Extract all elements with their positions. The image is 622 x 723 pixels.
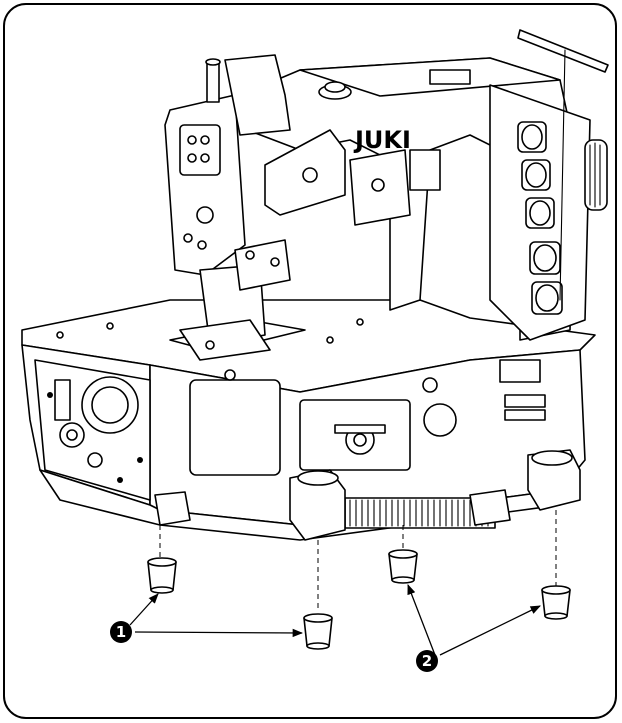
callout-leaders: [129, 584, 541, 656]
tension-knob: [521, 159, 551, 191]
rubber-cushion: [147, 557, 177, 594]
handwheel: [584, 139, 608, 211]
looper-side-cover: [34, 359, 151, 501]
tension-knob: [517, 121, 547, 153]
ribbed-bottom-panel: [344, 497, 496, 529]
callout-1: 1: [110, 621, 132, 643]
rubber-cushion: [541, 585, 571, 620]
thread-guide-plate: [517, 29, 609, 73]
machine-leg-rear-right: [469, 489, 511, 526]
alignment-guides: [159, 510, 557, 612]
tension-knob: [531, 281, 563, 315]
tension-knob: [525, 197, 555, 229]
machine-arm: JUKI: [164, 54, 576, 381]
callout-2-label: 2: [422, 652, 432, 670]
callout-1-label: 1: [116, 623, 126, 641]
machine-leg-rear-left: [154, 491, 191, 526]
callout-2: 2: [416, 650, 438, 672]
tension-knob: [529, 241, 561, 275]
rubber-cushion: [388, 549, 418, 584]
rubber-cushion: [303, 613, 333, 650]
brand-logo: JUKI: [353, 126, 411, 154]
thread-tension-assembly: [489, 29, 609, 341]
machine-leg-front-left: [289, 469, 346, 541]
figure-border: [3, 3, 617, 719]
machine-leg-front-right: [527, 449, 581, 511]
